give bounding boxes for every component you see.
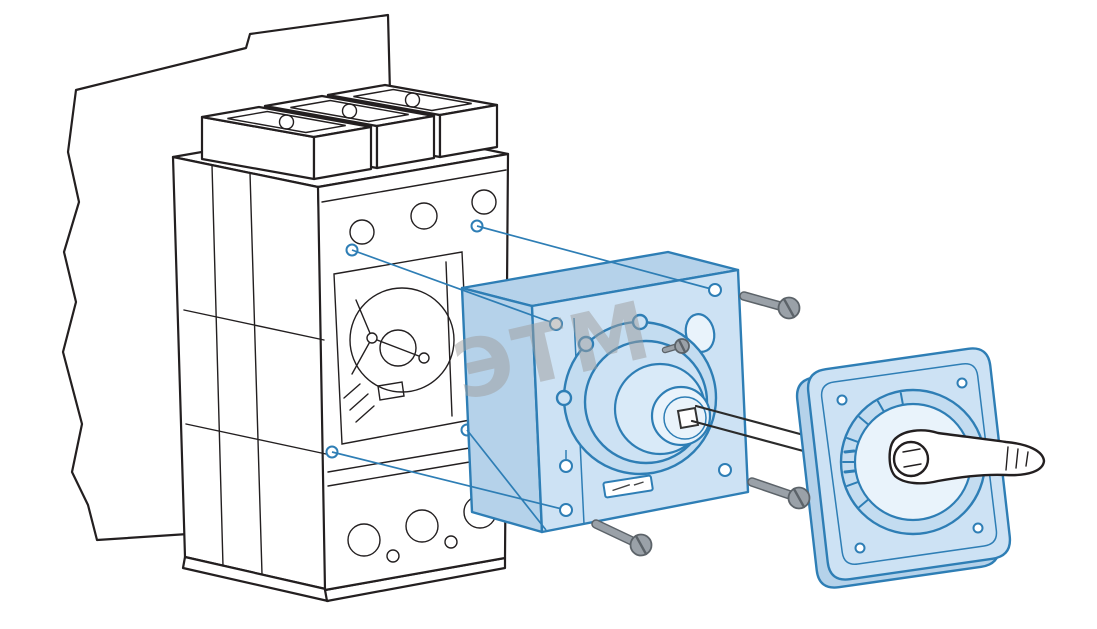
mechanism-label xyxy=(602,474,654,499)
circuit-breaker xyxy=(171,83,510,603)
breaker-bottom-hole xyxy=(405,509,439,543)
rotary-mechanism-details xyxy=(549,283,732,525)
rotary-drive-boss xyxy=(555,313,718,476)
screw-front-small xyxy=(661,338,690,354)
screw-right xyxy=(747,477,811,510)
breaker-internal-mechanism-cutaway xyxy=(333,251,471,445)
square-shaft-socket xyxy=(676,406,700,430)
breaker-knockout-hole xyxy=(471,189,497,215)
plate-corner-hole xyxy=(854,542,866,554)
screw-bottom xyxy=(591,519,653,557)
plate-corner-hole xyxy=(836,394,848,406)
breaker-bottom-hole-small xyxy=(444,535,458,549)
plate-corner-hole xyxy=(956,377,968,389)
breaker-terminal-pole-1 xyxy=(200,105,373,181)
breaker-step-line xyxy=(321,169,507,203)
plate-corner-hole xyxy=(972,522,984,534)
mechanism-trip-button xyxy=(559,459,573,473)
breaker-bottom-hole xyxy=(347,523,381,557)
plate-bevel xyxy=(820,363,998,565)
mechanism-corner-hole xyxy=(559,503,573,517)
handle-grip-ridges xyxy=(1005,446,1029,471)
mechanism-corner-hole xyxy=(718,463,732,477)
handle-escutcheon-plate xyxy=(795,347,1046,589)
breaker-side-contours xyxy=(183,164,327,575)
mechanism-corner-hole xyxy=(708,283,722,297)
breaker-knockout-hole xyxy=(410,202,438,230)
breaker-bottom-hole-small xyxy=(386,549,400,563)
mechanism-corner-hole xyxy=(549,317,563,331)
screw-top-right xyxy=(739,291,801,320)
alignment-lines xyxy=(331,225,716,531)
handle-pivot-cap xyxy=(892,440,930,478)
mounting-screws xyxy=(591,291,811,557)
rotary-handle xyxy=(888,429,1046,485)
breaker-knockout-hole xyxy=(349,219,375,245)
